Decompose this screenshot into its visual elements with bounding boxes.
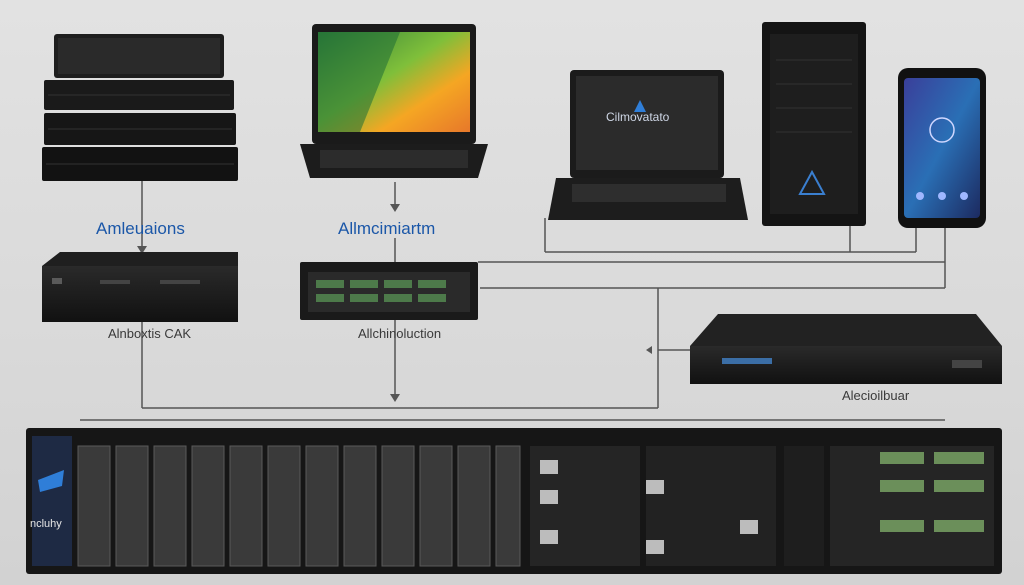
arrowheads [137,204,652,402]
laptop-top[interactable] [300,24,488,178]
router-right[interactable] [690,314,1002,384]
server-stack[interactable] [42,34,238,181]
label-switch-left: Alnboxtis CAK [108,326,192,341]
smartphone-icon[interactable] [898,68,986,228]
switch-left[interactable] [42,252,238,322]
brand-logo-icon [798,169,826,195]
label-rack-logo: ncluhy [30,518,62,530]
label-laptop-top: Allmcimiartm [338,219,436,238]
label-server-stack: Amleuaions [96,219,185,238]
brand-logo-icon [38,470,64,492]
label-laptop-screen: Cilmovatato [606,110,670,124]
desktop-tower[interactable] [762,22,866,226]
label-router-right: Alecioilbuar [842,388,910,403]
rack-small[interactable] [300,262,478,320]
connection-lines [80,180,946,421]
rack-main[interactable] [26,428,1002,574]
label-rack-small: Allchinoluction [358,326,442,341]
laptop-right[interactable] [548,70,748,220]
